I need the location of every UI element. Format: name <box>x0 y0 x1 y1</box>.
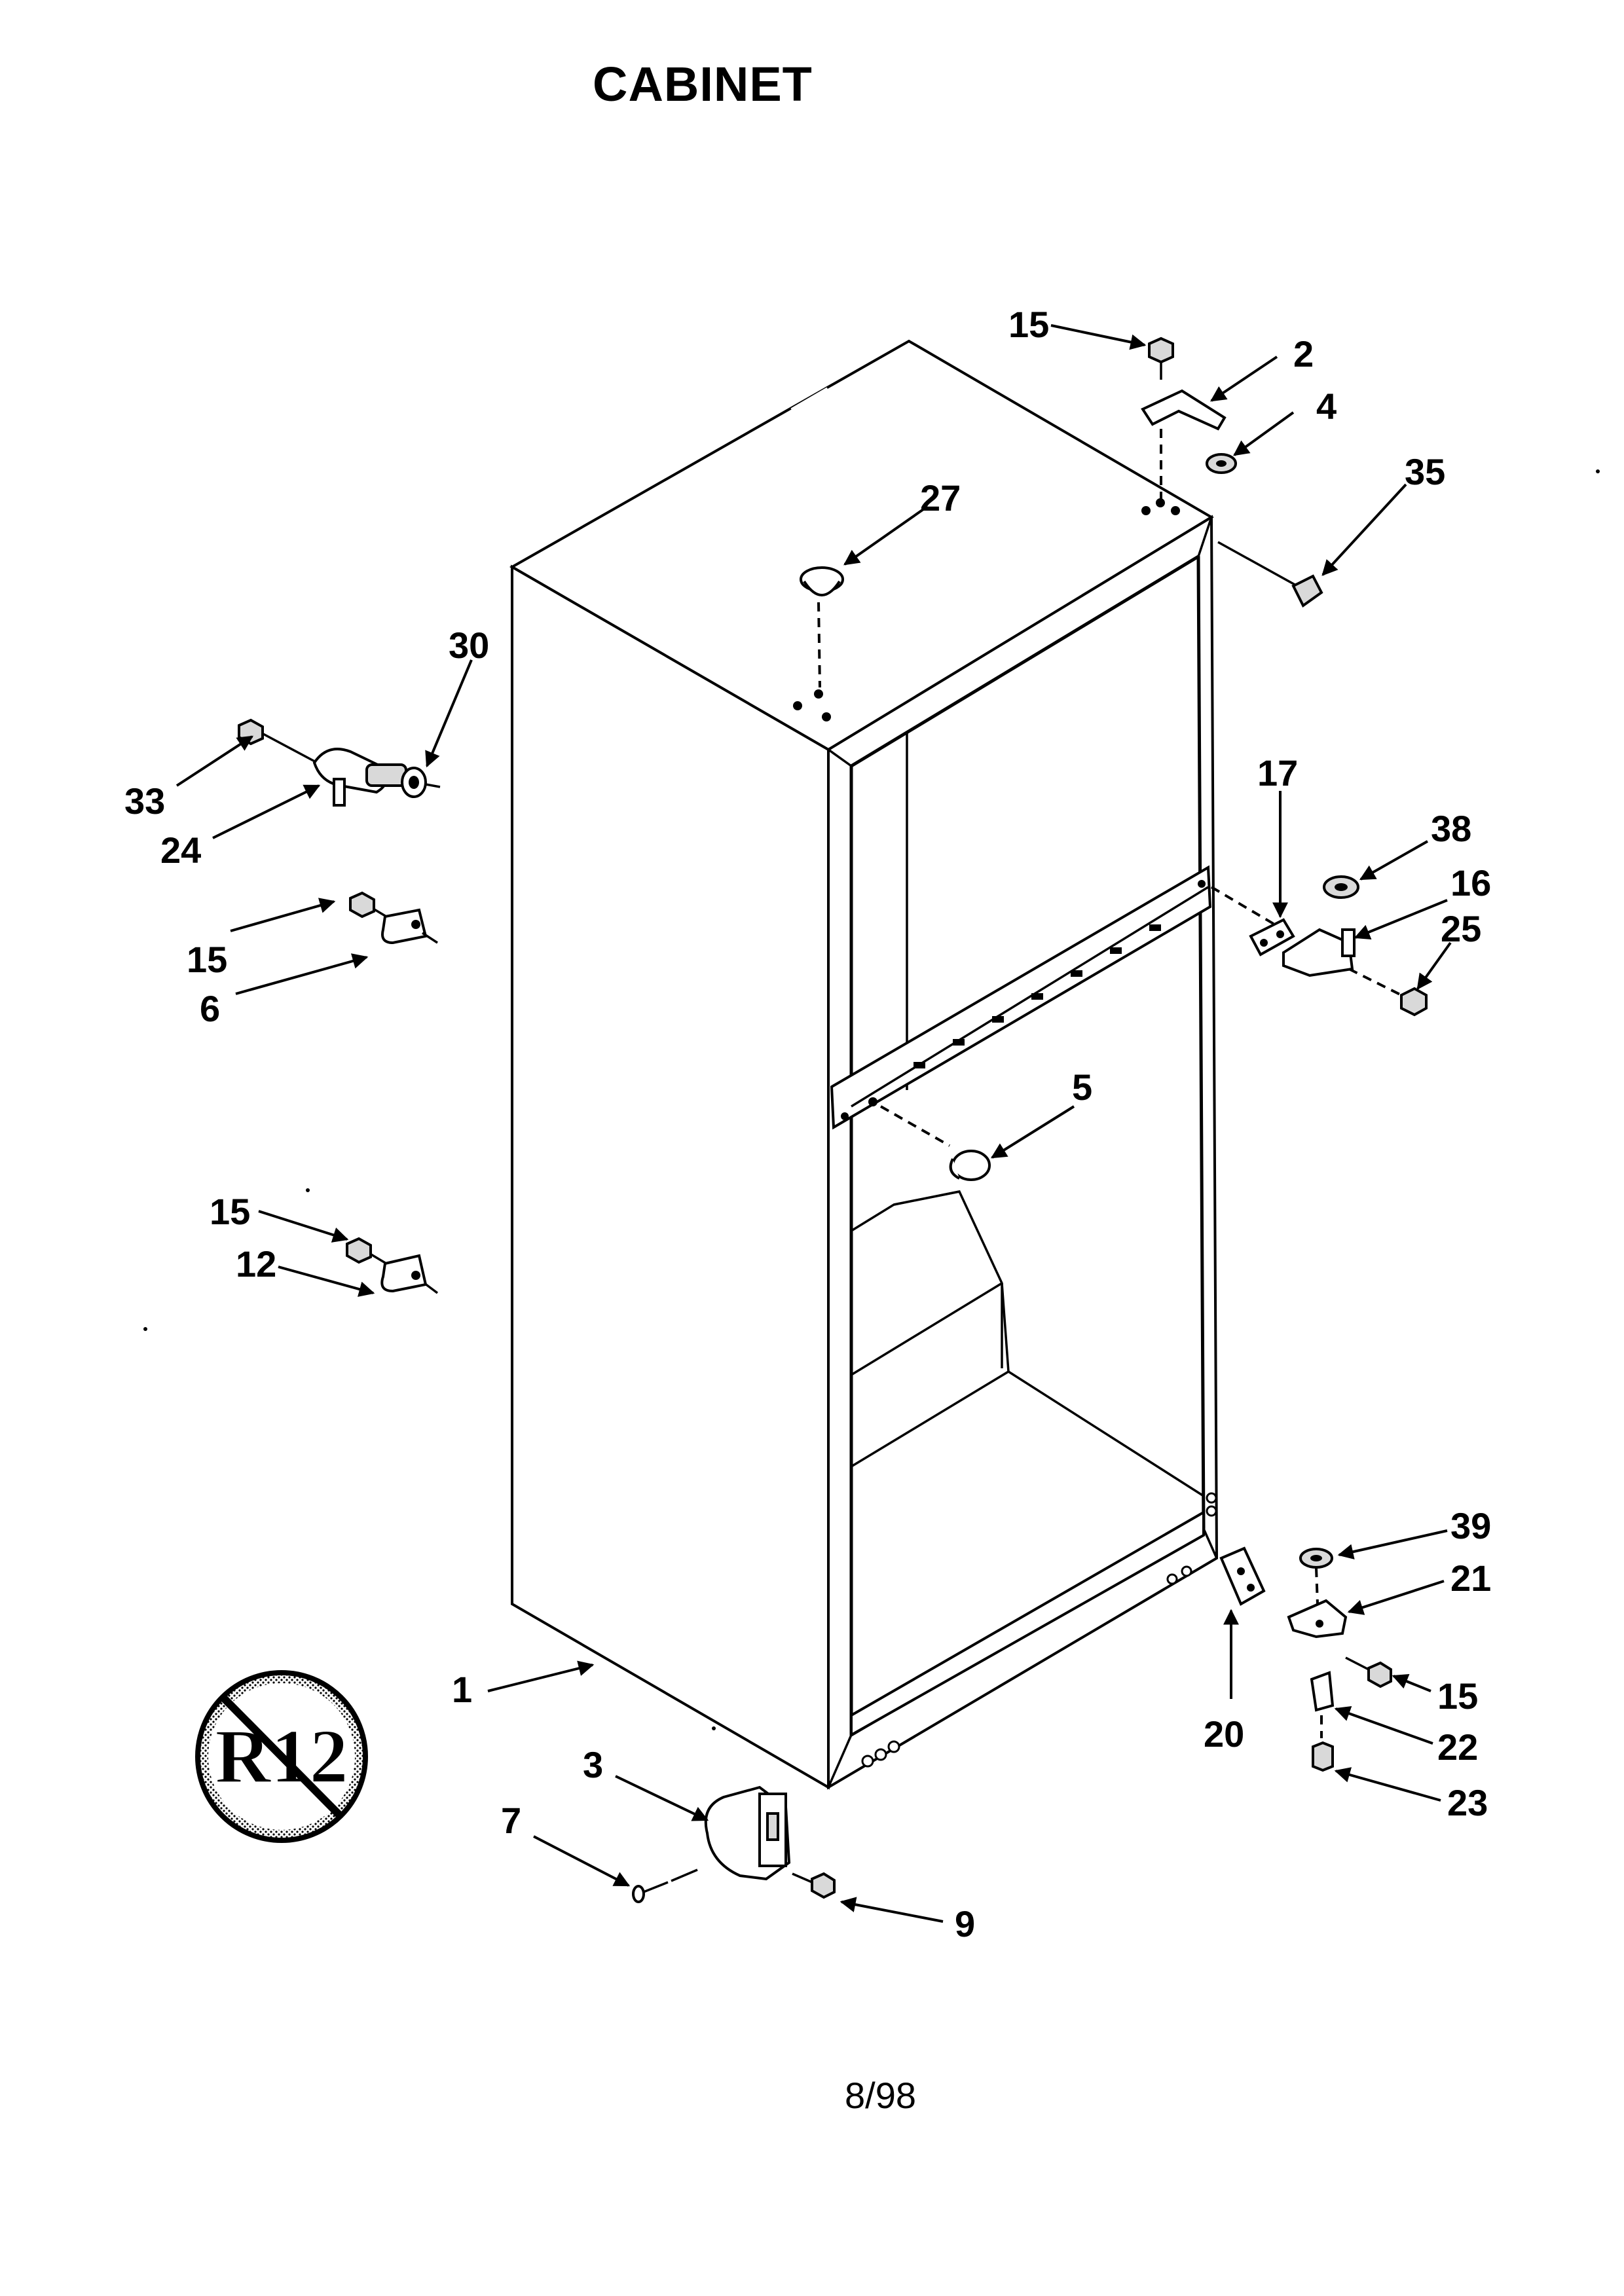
callout-label: 4 <box>1316 386 1337 427</box>
callout-labels: 15 2 4 35 27 30 33 24 15 6 17 38 16 25 5… <box>124 304 1491 1944</box>
callout-label: 15 <box>1437 1675 1478 1717</box>
callout-label: 33 <box>124 780 165 822</box>
callout-label: 12 <box>236 1243 276 1285</box>
callout-label: 39 <box>1450 1505 1491 1546</box>
callout-label: 21 <box>1450 1558 1491 1599</box>
callout-label: 3 <box>583 1744 603 1785</box>
callout-label: 24 <box>160 829 201 871</box>
callout-label: 16 <box>1450 862 1491 903</box>
left-bracket-assembly-upper <box>349 891 438 945</box>
callout-label: 35 <box>1405 451 1445 492</box>
no-r12-badge: R12 <box>195 1670 368 1843</box>
callout-label: 22 <box>1437 1726 1478 1768</box>
callout-label: 23 <box>1447 1782 1488 1823</box>
center-hinge-assembly <box>1210 875 1428 1017</box>
callout-label: 17 <box>1257 752 1298 793</box>
callout-label: 38 <box>1431 808 1471 849</box>
page-footer-date: 8/98 <box>845 2075 916 2116</box>
mullion-plug-part <box>880 1105 991 1181</box>
page-title: CABINET <box>593 57 813 111</box>
callout-label: 30 <box>449 625 489 666</box>
left-hinge-pin-assembly <box>238 718 441 807</box>
bottom-hinge-assembly <box>1219 1546 1392 1772</box>
mullion-holes <box>841 880 1206 1120</box>
callout-label: 20 <box>1204 1713 1244 1755</box>
bottom-front-hinge-assembly <box>632 1785 836 1903</box>
callout-label: 6 <box>200 988 220 1029</box>
callout-label: 15 <box>1008 304 1049 345</box>
callout-label: 9 <box>955 1903 975 1944</box>
top-hinge-assembly <box>1141 337 1237 504</box>
callout-label: 15 <box>210 1191 250 1232</box>
callout-label: 7 <box>501 1800 521 1841</box>
cabinet-body <box>509 339 1219 1790</box>
callout-label: 25 <box>1441 908 1481 949</box>
leader-lines <box>175 324 1452 1923</box>
trim-cap-part <box>1217 541 1323 608</box>
callout-label: 2 <box>1293 333 1314 374</box>
callout-label: 5 <box>1072 1066 1092 1108</box>
callout-label: 27 <box>920 477 961 519</box>
top-plug-part <box>800 566 844 688</box>
callout-label: 15 <box>187 939 227 980</box>
left-bracket-assembly-lower <box>346 1237 439 1294</box>
callout-label: 1 <box>452 1669 472 1710</box>
